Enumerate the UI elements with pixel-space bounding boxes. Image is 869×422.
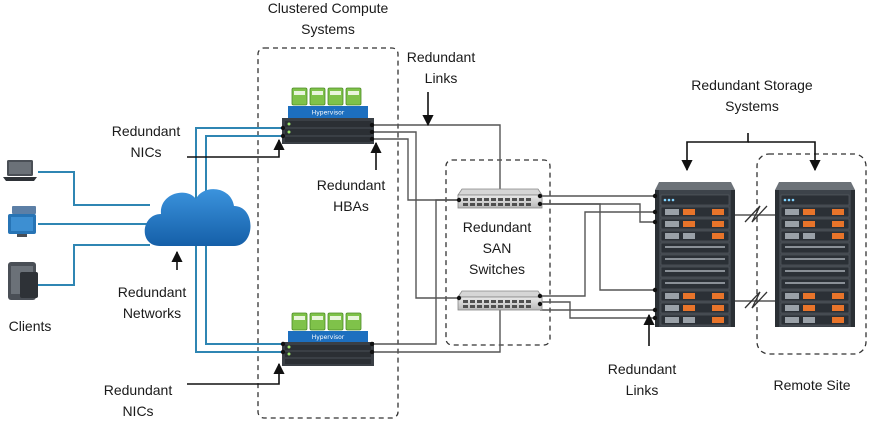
laptop-icon: [3, 160, 37, 181]
server-top: Hypervisor: [282, 87, 374, 144]
server-bottom: Hypervisor: [282, 312, 374, 366]
redundant-nics-bottom-label-line2: NICs: [122, 403, 153, 419]
redundant-san-switches-label-line3: Switches: [469, 261, 525, 277]
vm-stack: [291, 312, 362, 331]
cloud-icon: [144, 189, 251, 246]
remote-site-box: [756, 153, 867, 355]
clients-label: Clients: [9, 318, 52, 334]
san-switch-bottom: [457, 290, 543, 311]
redundant-networks-label: Redundant: [118, 284, 187, 300]
client-network-links: [38, 171, 150, 286]
storage-array-icon: [655, 182, 735, 327]
hypervisor-label: Hypervisor: [312, 110, 345, 117]
redundant-hbas-label: Redundant: [317, 177, 386, 193]
hypervisor-label: Hypervisor: [312, 334, 345, 341]
storage-array-remote: [775, 182, 855, 327]
storage-array-primary: [655, 182, 735, 327]
storage-array-icon: [775, 182, 855, 327]
desktop-icon: [8, 206, 36, 237]
compute-cluster-box: [257, 47, 399, 419]
replication-breaks: [744, 205, 768, 309]
clustered-compute-label-line2: Systems: [301, 21, 355, 37]
server-icon: Hypervisor: [282, 312, 374, 366]
redundant-hbas-label-line2: HBAs: [333, 198, 369, 214]
redundant-storage-label: Redundant Storage: [691, 77, 813, 93]
redundant-links-bottom-label: Redundant: [608, 361, 677, 377]
redundant-nics-top-label-line2: NICs: [130, 144, 161, 160]
redundant-networks-label-line2: Networks: [123, 305, 181, 321]
redundant-nics-bottom-label: Redundant: [104, 382, 173, 398]
clustered-compute-label: Clustered Compute: [268, 0, 389, 16]
redundant-san-switches-label: Redundant: [463, 219, 532, 235]
server-icon: Hypervisor: [282, 87, 374, 144]
san-switches-box: [445, 159, 551, 346]
callout-arrows: [171, 92, 821, 385]
san-switch-top: [457, 188, 543, 209]
redundant-nics-top-label: Redundant: [112, 123, 181, 139]
remote-site-label: Remote Site: [773, 377, 850, 393]
cloud-to-nic-links: [195, 127, 283, 353]
switch-icon: [457, 188, 543, 209]
redundant-links-bottom-label-line2: Links: [626, 382, 659, 398]
switch-icon: [457, 290, 543, 311]
san-links: [372, 124, 775, 353]
port-dots: [280, 122, 658, 355]
redundant-san-switches-label-line2: SAN: [483, 240, 512, 256]
redundant-links-top-label: Redundant: [407, 49, 476, 65]
tablet-icon: [8, 262, 38, 300]
redundant-storage-label-line2: Systems: [725, 98, 779, 114]
redundant-links-top-label-line2: Links: [425, 70, 458, 86]
vm-stack: [291, 87, 362, 106]
